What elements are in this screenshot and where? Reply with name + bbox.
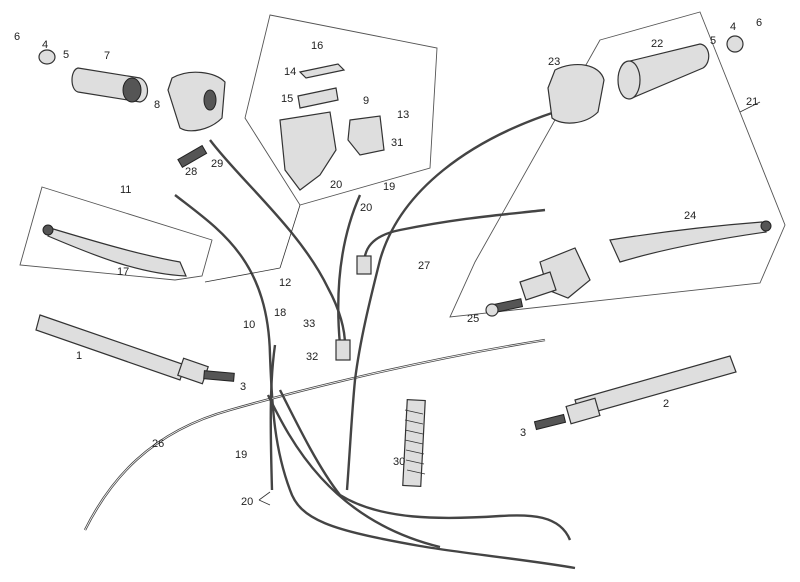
connector-18 — [335, 339, 351, 361]
label-3-left: 3 — [240, 381, 246, 393]
label-6-right: 6 — [756, 17, 762, 29]
label-31: 31 — [391, 137, 403, 149]
cable-10 — [174, 194, 576, 570]
spring-30 — [402, 398, 426, 488]
label-33: 33 — [303, 318, 315, 330]
leader-21 — [739, 101, 761, 113]
label-8: 8 — [154, 99, 160, 111]
connector-upper — [356, 255, 372, 275]
screw-right-3 — [533, 413, 567, 431]
label-24: 24 — [684, 210, 696, 222]
throttle-housing — [519, 247, 591, 301]
label-7: 7 — [104, 50, 110, 62]
label-20-lower: 20 — [241, 496, 253, 508]
label-19-upper: 19 — [383, 181, 395, 193]
cable-lower-right — [278, 389, 572, 541]
bar-end-left — [38, 49, 56, 65]
leader-20 — [258, 491, 271, 506]
grip-left — [71, 67, 149, 103]
frame-master-cylinder-group — [244, 14, 438, 206]
lever-right-24 — [609, 220, 772, 263]
leader-12 — [204, 204, 301, 283]
label-4-left: 4 — [42, 39, 48, 51]
label-4-right: 4 — [730, 21, 736, 33]
switch-housing-left — [167, 71, 226, 132]
handlebar-right — [565, 355, 737, 425]
cable-wire-upper-right — [362, 208, 546, 263]
label-32: 32 — [306, 351, 318, 363]
label-16: 16 — [311, 40, 323, 52]
label-11: 11 — [120, 184, 131, 196]
label-12: 12 — [279, 277, 291, 289]
screw-25 — [485, 298, 524, 317]
cable-brake-line — [269, 344, 277, 491]
label-28: 28 — [185, 166, 197, 178]
label-18: 18 — [274, 307, 286, 319]
label-15: 15 — [281, 93, 293, 105]
label-20-upper-right: 20 — [360, 202, 372, 214]
grip-right — [617, 43, 710, 100]
clamp-9 — [347, 115, 385, 156]
cable-27 — [345, 110, 556, 491]
frame-right-control-group — [449, 11, 786, 318]
label-5-right: 5 — [710, 35, 716, 47]
label-21: 21 — [746, 96, 758, 108]
handlebar-left — [35, 314, 209, 385]
label-27: 27 — [418, 260, 430, 272]
diaphragm-15 — [297, 87, 339, 109]
label-6-left: 6 — [14, 31, 20, 43]
label-25: 25 — [467, 313, 479, 325]
label-23: 23 — [548, 56, 560, 68]
cable-18 — [209, 139, 347, 346]
label-14: 14 — [284, 66, 296, 78]
label-1: 1 — [76, 350, 82, 362]
frame-left-lever-group — [19, 186, 213, 281]
label-26: 26 — [152, 438, 164, 450]
label-22: 22 — [651, 38, 663, 50]
label-3-right: 3 — [520, 427, 526, 439]
master-cylinder-body — [279, 111, 337, 191]
label-20-upper-left: 20 — [330, 179, 342, 191]
label-2: 2 — [663, 398, 669, 410]
label-19-lower: 19 — [235, 449, 247, 461]
label-30: 30 — [393, 456, 405, 468]
cable-ignition-wire — [336, 194, 362, 346]
cable-lower-center — [266, 394, 441, 549]
label-5-left: 5 — [63, 49, 69, 61]
label-29: 29 — [211, 158, 223, 170]
lever-left-17 — [42, 224, 187, 277]
cable-26 — [83, 338, 546, 531]
adjuster-28 — [177, 144, 208, 169]
screw-left-3 — [203, 370, 235, 382]
label-13: 13 — [397, 109, 409, 121]
label-17: 17 — [117, 266, 129, 278]
bar-end-right — [726, 35, 744, 53]
label-9: 9 — [363, 95, 369, 107]
label-10: 10 — [243, 319, 255, 331]
switch-housing-right — [547, 63, 605, 124]
reservoir-cap-14 — [298, 63, 346, 79]
